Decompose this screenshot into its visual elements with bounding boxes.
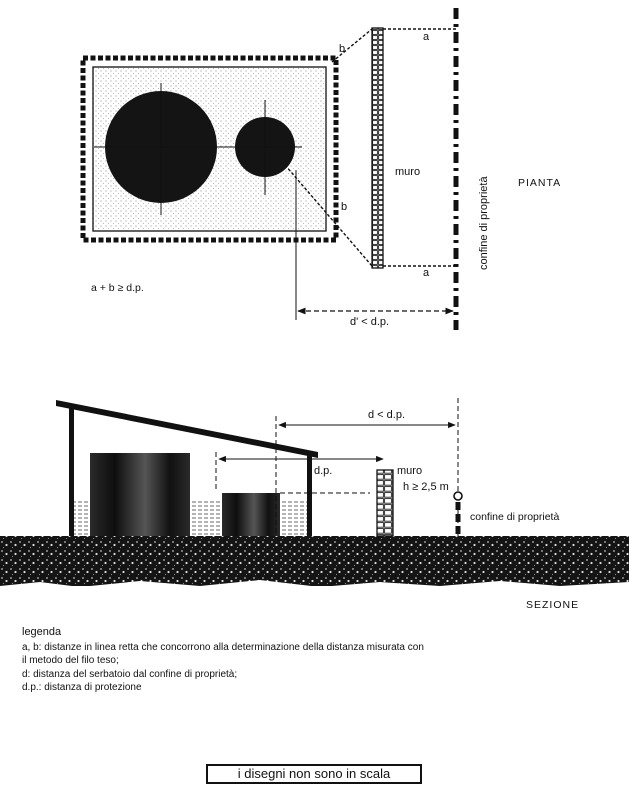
legend-line-4: d.p.: distanza di protezione — [22, 682, 142, 693]
section-dim-d-label: d < d.p. — [368, 409, 405, 421]
legend-line-3: d: distanza del serbatoio dal confine di… — [22, 668, 238, 680]
plan-label-muro: muro — [395, 166, 420, 178]
plan-line-b-top — [331, 28, 373, 63]
legend-line-2: il metodo del filo teso; — [22, 655, 119, 666]
section-label-height: h ≥ 2,5 m — [403, 481, 449, 493]
section-view-title: SEZIONE — [526, 599, 579, 611]
scale-note: i disegni non sono in scala — [206, 764, 422, 784]
section-dim-dp-label: d.p. — [314, 465, 332, 477]
plan-label-b-top: b — [339, 43, 345, 55]
plan-label-a-bottom: a — [423, 267, 430, 279]
plan-view-title: PIANTA — [518, 177, 561, 189]
plan-label-a-top: a — [423, 31, 430, 43]
section-shed-wall-right — [307, 452, 312, 536]
section-shed-wall-left — [69, 404, 74, 536]
section-label-confine: confine di proprietà — [470, 511, 559, 523]
section-ground — [0, 536, 629, 586]
section-small-tank — [222, 493, 280, 536]
plan-dim-label: d' < d.p. — [350, 316, 389, 328]
plan-label-confine: confine di proprietà — [478, 176, 490, 270]
legend-line-1: a, b: distanze in linea retta che concor… — [22, 641, 424, 653]
plan-view: b a b a muro confine di proprietà PIANTA… — [80, 8, 561, 330]
section-view: d < d.p. d.p. muro h ≥ 2,5 m confine di … — [0, 398, 629, 611]
plan-line-b-bottom — [284, 164, 373, 267]
section-wall — [376, 469, 394, 537]
plan-formula: a + b ≥ d.p. — [91, 282, 144, 294]
section-large-tank — [90, 453, 190, 536]
section-shed-roof — [56, 400, 318, 458]
section-property-marker — [453, 491, 463, 501]
legend-title: legenda — [22, 626, 62, 638]
section-label-muro: muro — [397, 465, 422, 477]
plan-label-b-bottom: b — [341, 201, 347, 213]
section-ground-edge — [0, 580, 629, 590]
legend: legenda a, b: distanze in linea retta ch… — [22, 626, 612, 695]
plan-wall — [371, 27, 384, 269]
